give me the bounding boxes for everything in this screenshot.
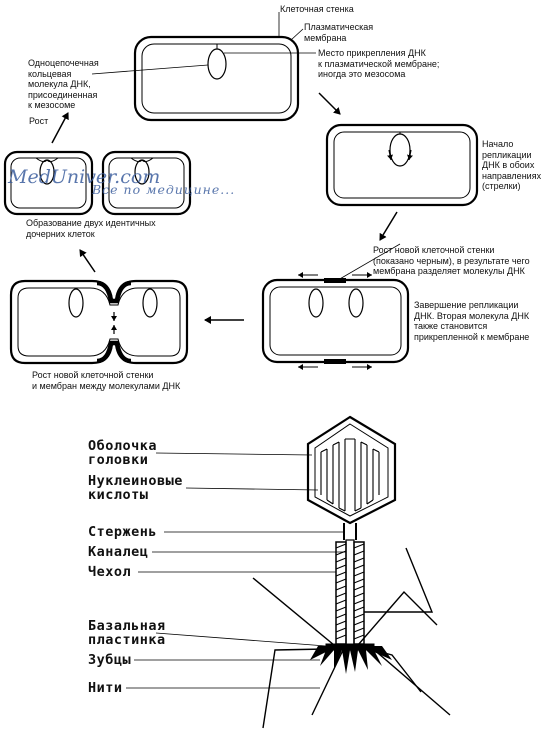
cell-daughter-right (101, 150, 192, 216)
label-circular-dna: Одноцепочечная кольцевая молекула ДНК, п… (28, 58, 99, 110)
cell-replication-start (325, 123, 479, 207)
label-growth: Рост (29, 116, 49, 126)
label-spikes: Зубцы (88, 652, 132, 668)
phage-drawing (126, 415, 451, 729)
label-plasma-membrane: Плазматическая мембрана (304, 22, 374, 43)
label-base-plate: Базальная пластинка (88, 618, 166, 648)
label-replication-start: Начало репликации ДНК в обоих направлени… (482, 139, 542, 191)
watermark-site: MedUniver.com (8, 166, 161, 188)
watermark-slogan: Все по медицине... (92, 182, 236, 197)
label-channel: Каналец (88, 544, 149, 560)
label-replication-end: Завершение репликации ДНК. Вторая молеку… (414, 300, 530, 342)
label-cell-wall: Клеточная стенка (280, 4, 354, 14)
cell-pinching (9, 279, 189, 365)
label-new-wall-growth: Рост новой клеточной стенки (показано че… (373, 245, 530, 276)
label-two-daughter-cells: Образование двух идентичных дочерних кле… (26, 218, 156, 239)
label-nucleic-acids: Нуклеиновые кислоты (88, 473, 183, 503)
label-attachment-site: Место прикрепления ДНК к плазматической … (318, 48, 440, 79)
label-head-shell: Оболочка головки (88, 438, 158, 468)
cell-replication-end (261, 272, 410, 370)
cell-initial (133, 35, 300, 122)
label-sheath: Чехол (88, 564, 132, 580)
label-wall-between-dna: Рост новой клеточной стенки и мембран ме… (32, 370, 181, 391)
label-core: Стержень (88, 524, 158, 540)
cell-daughter-left (3, 150, 94, 216)
label-fibers: Нити (88, 680, 123, 696)
